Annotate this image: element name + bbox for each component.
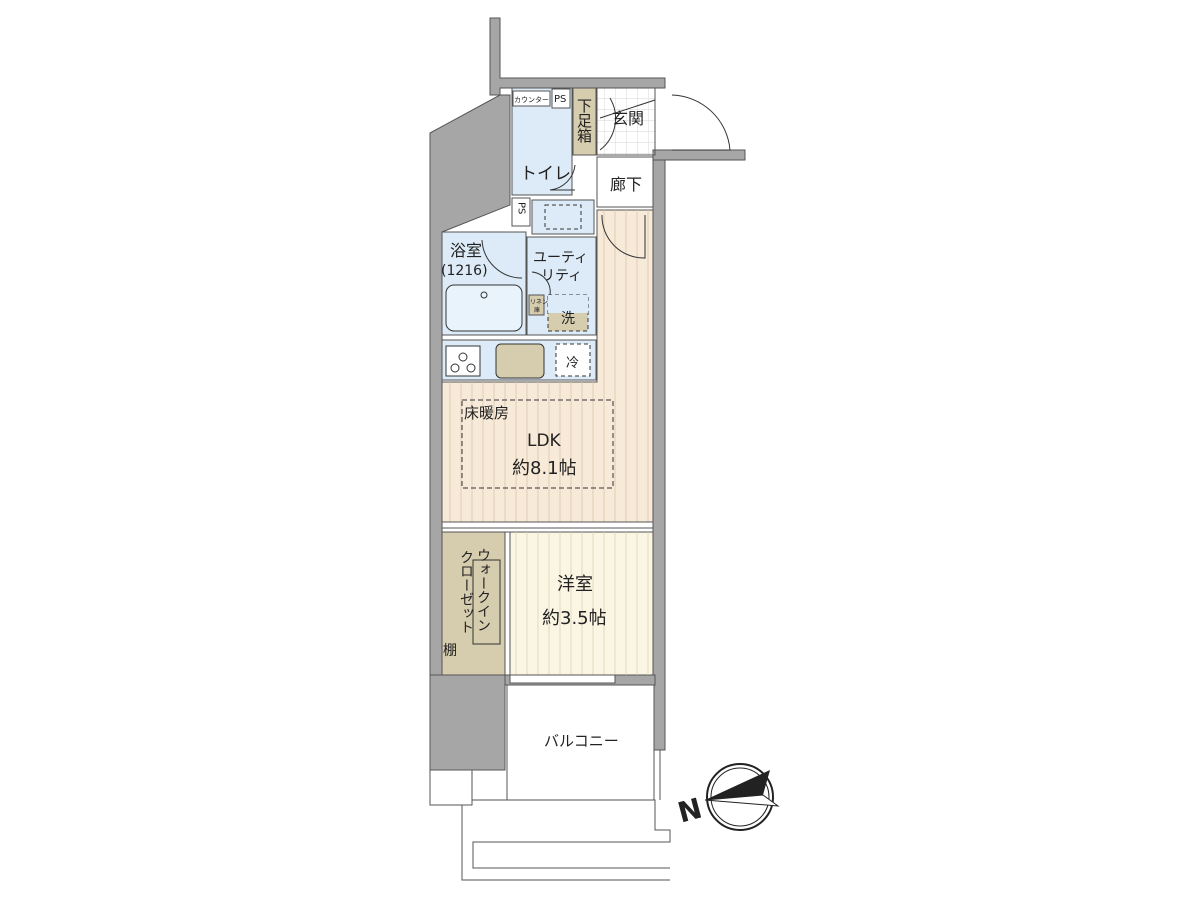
counter-label: カウンター [514,95,549,104]
linen-storage [528,294,545,316]
floor-heating-zone [461,399,614,489]
fridge-label: 冷 [566,356,579,371]
bath-label: 浴室 [450,241,482,260]
hallway-area [596,156,654,208]
north-arrow-icon: N [674,763,780,831]
hallway-label: 廊下 [610,175,642,194]
linen-label-1: リネン [530,299,548,306]
western-room-label: 洋室 [557,574,593,595]
ldk-size-label: 約8.1帖 [512,458,577,479]
wic-label-1: ウォークイン [475,548,491,632]
shelf-label: 棚 [443,643,457,659]
counter-box [512,90,551,107]
wic-label-2: クローゼット [458,550,474,634]
room-labels: カウンター PS 下足箱 玄関 トイレ 廊下 PS 浴室 (1216) ユーティ… [441,94,644,750]
linen-label-2: 庫 [534,306,540,314]
balcony-area [429,684,671,881]
floor-heating-label: 床暖房 [464,404,509,422]
sink [495,343,545,379]
ps-mid-box [511,197,531,227]
toilet-label: トイレ [520,164,571,184]
bath-size-label: (1216) [441,263,488,279]
shoe-box [572,87,597,156]
ps-mid-label: PS [516,202,527,214]
fridge-space [555,343,591,377]
north-label: N [674,792,705,830]
washer-label: 洗 [561,311,575,327]
ldk-label: LDK [527,431,562,451]
ps-top-label: PS [554,94,566,105]
ps-top-box [551,88,571,109]
bathtub [445,284,523,332]
entrance-label: 玄関 [612,109,644,128]
utility-label-1: ユーティ [533,250,588,266]
washbasin [531,199,595,235]
balcony-label: バルコニー [544,732,619,750]
utility-label-2: リティ [541,268,582,284]
shoe-box-label: 下足箱 [575,98,593,143]
western-size-label: 約3.5帖 [542,608,607,629]
